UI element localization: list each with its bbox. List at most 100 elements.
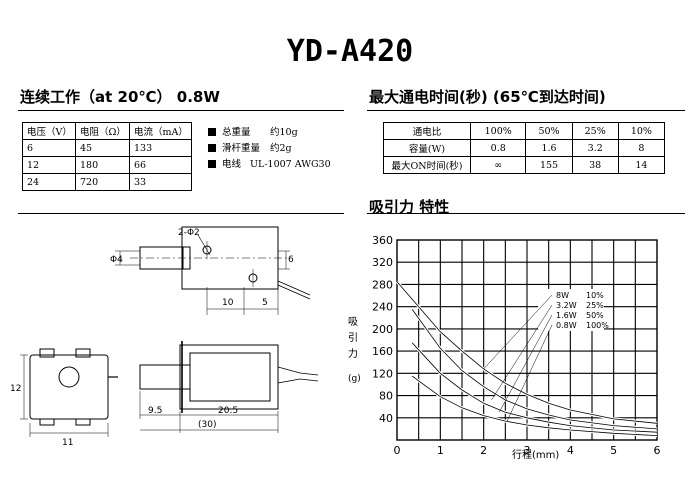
chart-series: [395, 280, 658, 438]
info-total-weight: 总重量 约10g: [208, 124, 298, 138]
y-tick-label: 160: [372, 345, 393, 358]
table-cell: 3.2: [571, 139, 619, 157]
bullet-square-icon: [208, 144, 216, 152]
dimension-label: Φ4: [110, 255, 123, 265]
y-tick-label: 40: [379, 412, 393, 425]
legend-leader-line: [491, 304, 553, 401]
legend-power-label: 3.2W: [556, 301, 577, 310]
table-row: 电压（V） 电阻（Ω） 电流（mA）: [22, 122, 193, 140]
right-heading-rule: [367, 110, 685, 111]
force-characteristics-heading: 吸引力 特性: [369, 198, 450, 216]
y-tick-label: 80: [379, 390, 393, 403]
y-tick-label: 200: [372, 323, 393, 336]
y-tick-label: 360: [372, 234, 393, 247]
bracket-tab: [39, 348, 55, 358]
hole-callout-label: 2-Φ2: [178, 228, 200, 238]
info-label: 电线: [222, 159, 242, 170]
legend-duty-label: 10%: [586, 291, 604, 300]
x-tick-label: 2: [480, 444, 487, 457]
y-axis-label-char: 力: [348, 347, 358, 360]
continuous-operation-heading: 连续工作（at 20℃） 0.8W: [20, 88, 220, 106]
solenoid-body-side: [179, 344, 279, 410]
x-tick-label: 0: [394, 444, 401, 457]
table-row: 容量(W) 0.8 1.6 3.2 8: [383, 139, 666, 157]
table-cell: 33: [128, 173, 193, 191]
table-header-cell: 通电比: [383, 122, 471, 140]
table-cell: 0.8: [469, 139, 527, 157]
lead-wire: [277, 280, 311, 300]
table-cell: 24: [22, 173, 76, 191]
right-divider-rule: [367, 213, 685, 214]
series-line: [396, 281, 658, 424]
table-cell: 10%: [617, 122, 666, 140]
info-label: 总重量: [222, 127, 251, 138]
left-heading-rule: [18, 110, 344, 111]
plunger-side: [139, 364, 191, 390]
table-row: 12 180 66: [22, 156, 193, 174]
table-cell: 133: [128, 139, 193, 157]
y-tick-label: 280: [372, 278, 393, 291]
y-tick-label: 240: [372, 301, 393, 314]
x-tick-label: 5: [610, 444, 617, 457]
table-header-cell: 容量(W): [383, 139, 471, 157]
table-row: 最大ON时间(秒) ∞ 155 38 14: [383, 156, 666, 174]
info-label: 滑杆重量: [222, 143, 261, 154]
dimension-label: 20.5: [218, 406, 238, 416]
table-row: 通电比 100% 50% 25% 10%: [383, 122, 666, 140]
bracket-tab: [39, 418, 55, 426]
legend-leader-line: [506, 324, 553, 422]
table-cell: 720: [74, 173, 130, 191]
x-tick-label: 3: [524, 444, 531, 457]
technical-drawing: 2-Φ2 10 5 6 Φ4 12 11 9.5 20.5 (30): [10, 226, 319, 448]
table-header-cell: 最大ON时间(秒): [383, 156, 471, 174]
y-axis-label-unit: (g): [348, 374, 361, 384]
table-cell: 45: [74, 139, 130, 157]
table-cell: 14: [617, 156, 666, 174]
table-cell: ∞: [469, 156, 527, 174]
table-row: 6 45 133: [22, 139, 193, 157]
table-row: 24 720 33: [22, 173, 193, 191]
bullet-square-icon: [208, 128, 216, 136]
x-tick-label: 4: [567, 444, 574, 457]
info-value: 约10g: [270, 127, 298, 138]
legend-power-label: 8W: [556, 291, 569, 300]
table-cell: 8: [617, 139, 666, 157]
table-cell: 50%: [525, 122, 573, 140]
plunger-end-circle: [58, 366, 80, 388]
lead-wire: [277, 378, 319, 384]
table-header-cell: 电阻（Ω）: [74, 122, 130, 140]
dimension-label: 10: [222, 298, 234, 308]
legend-duty-label: 25%: [586, 301, 604, 310]
left-divider-rule: [18, 213, 344, 214]
table-header-cell: 电压（V）: [22, 122, 76, 140]
max-on-time-heading: 最大通电时间(秒) (65℃到达时间): [369, 88, 606, 106]
legend-duty-label: 100%: [586, 321, 609, 330]
bullet-square-icon: [208, 160, 216, 168]
dimension-label: 9.5: [148, 406, 162, 416]
y-tick-label: 320: [372, 256, 393, 269]
dimension-label: 5: [262, 298, 268, 308]
dimension-label: (30): [198, 420, 216, 430]
y-axis-label-char: 引: [348, 332, 358, 344]
series-line: [411, 309, 658, 430]
solenoid-body-front: [29, 354, 109, 420]
bracket-tab: [75, 418, 91, 426]
chart-grid: [396, 239, 658, 441]
legend-leader-line: [499, 314, 553, 413]
electrical-spec-table: 电压（V） 电阻（Ω） 电流（mA） 6 45 133 12 180 66 24…: [22, 122, 193, 191]
series-line: [411, 342, 658, 433]
legend-power-label: 1.6W: [556, 311, 577, 320]
table-cell: 25%: [571, 122, 619, 140]
y-axis-label-char: 吸: [348, 317, 358, 328]
coil-outline: [189, 352, 271, 402]
info-plunger-weight: 滑杆重量约2g: [208, 140, 292, 154]
legend-leader-line: [483, 294, 553, 370]
x-tick-label: 6: [654, 444, 661, 457]
table-cell: 6: [22, 139, 76, 157]
bracket-tab: [75, 348, 91, 358]
x-tick-label: 1: [437, 444, 444, 457]
